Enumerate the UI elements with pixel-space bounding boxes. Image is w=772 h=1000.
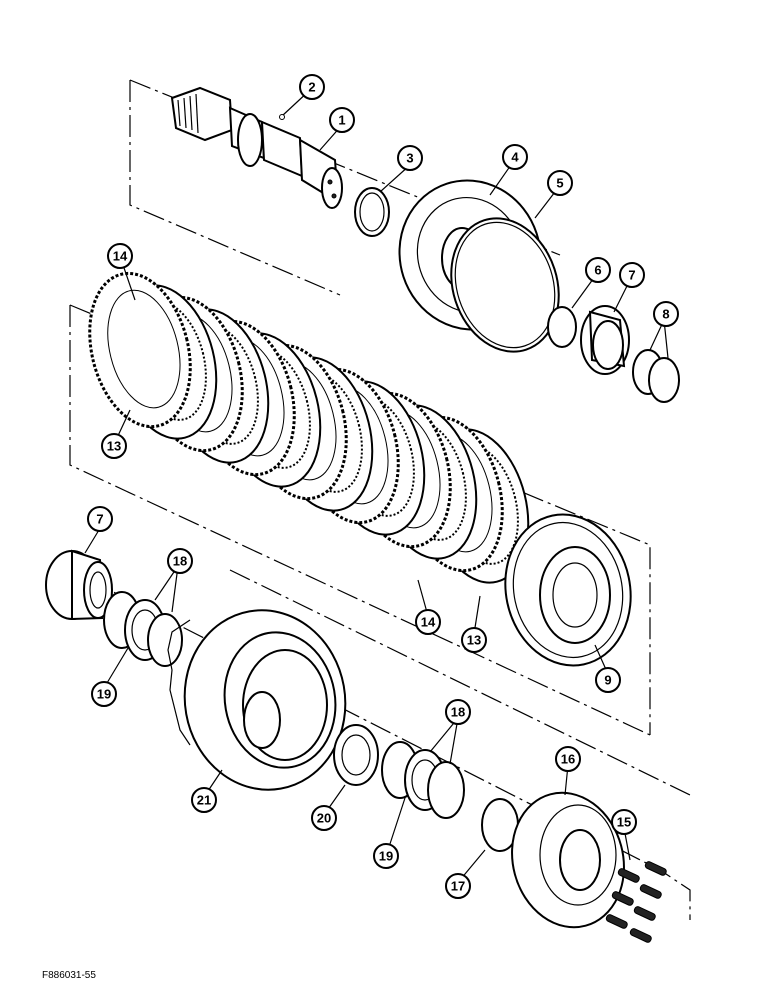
svg-text:16: 16 xyxy=(561,752,575,767)
svg-text:9: 9 xyxy=(604,673,611,688)
clutch-hub xyxy=(511,791,625,929)
bearing-lower xyxy=(45,549,113,621)
svg-text:19: 19 xyxy=(97,687,111,702)
callout-8: 8 xyxy=(653,301,679,327)
callout-7-lower: 7 xyxy=(87,506,113,532)
svg-text:7: 7 xyxy=(628,268,635,283)
svg-text:18: 18 xyxy=(451,705,465,720)
callout-17: 17 xyxy=(445,873,471,899)
snap-ring-6 xyxy=(547,306,577,348)
seal-ring-5 xyxy=(450,217,560,353)
svg-text:21: 21 xyxy=(197,793,211,808)
roller-bearing-assembly-left xyxy=(103,591,183,667)
callout-14-upper: 14 xyxy=(107,243,133,269)
svg-text:5: 5 xyxy=(556,176,563,191)
svg-text:1: 1 xyxy=(338,113,345,128)
callout-4: 4 xyxy=(502,144,528,170)
svg-text:7: 7 xyxy=(96,512,103,527)
clutch-drum xyxy=(504,513,632,667)
output-shaft xyxy=(170,86,343,209)
svg-text:14: 14 xyxy=(113,249,128,264)
callout-15: 15 xyxy=(611,809,637,835)
svg-text:15: 15 xyxy=(617,815,631,830)
callout-9: 9 xyxy=(595,667,621,693)
clutch-disc-stack xyxy=(88,271,530,584)
callout-13-lower: 13 xyxy=(461,627,487,653)
svg-text:20: 20 xyxy=(317,811,331,826)
callout-19-right: 19 xyxy=(373,843,399,869)
callout-21: 21 xyxy=(191,787,217,813)
callout-7-upper: 7 xyxy=(619,262,645,288)
callout-18-right: 18 xyxy=(445,699,471,725)
svg-text:4: 4 xyxy=(511,150,519,165)
callout-20: 20 xyxy=(311,805,337,831)
roller-bearing-assembly-right xyxy=(381,741,465,819)
callout-19-left: 19 xyxy=(91,681,117,707)
return-springs xyxy=(605,861,667,943)
svg-text:17: 17 xyxy=(451,879,465,894)
figure-code: F886031-55 xyxy=(42,970,96,981)
svg-text:13: 13 xyxy=(107,439,121,454)
ring-gear xyxy=(167,609,347,791)
seal-rings-8 xyxy=(632,349,680,403)
callout-6: 6 xyxy=(585,257,611,283)
svg-text:18: 18 xyxy=(173,554,187,569)
svg-text:13: 13 xyxy=(467,633,481,648)
svg-text:14: 14 xyxy=(421,615,436,630)
svg-text:2: 2 xyxy=(308,80,315,95)
disc-inner-edge xyxy=(107,289,181,409)
svg-text:8: 8 xyxy=(662,307,669,322)
svg-text:6: 6 xyxy=(594,263,601,278)
callout-18-left: 18 xyxy=(167,548,193,574)
callout-16: 16 xyxy=(555,746,581,772)
callout-3: 3 xyxy=(397,145,423,171)
snap-ring-3 xyxy=(354,187,390,237)
callout-2: 2 xyxy=(299,74,325,100)
bearing-upper xyxy=(580,305,630,375)
callout-13-upper: 13 xyxy=(101,433,127,459)
needle-bearing xyxy=(333,724,379,786)
svg-text:19: 19 xyxy=(379,849,393,864)
callout-14-lower: 14 xyxy=(415,609,441,635)
svg-text:3: 3 xyxy=(406,151,413,166)
callout-5: 5 xyxy=(547,170,573,196)
callout-1: 1 xyxy=(329,107,355,133)
